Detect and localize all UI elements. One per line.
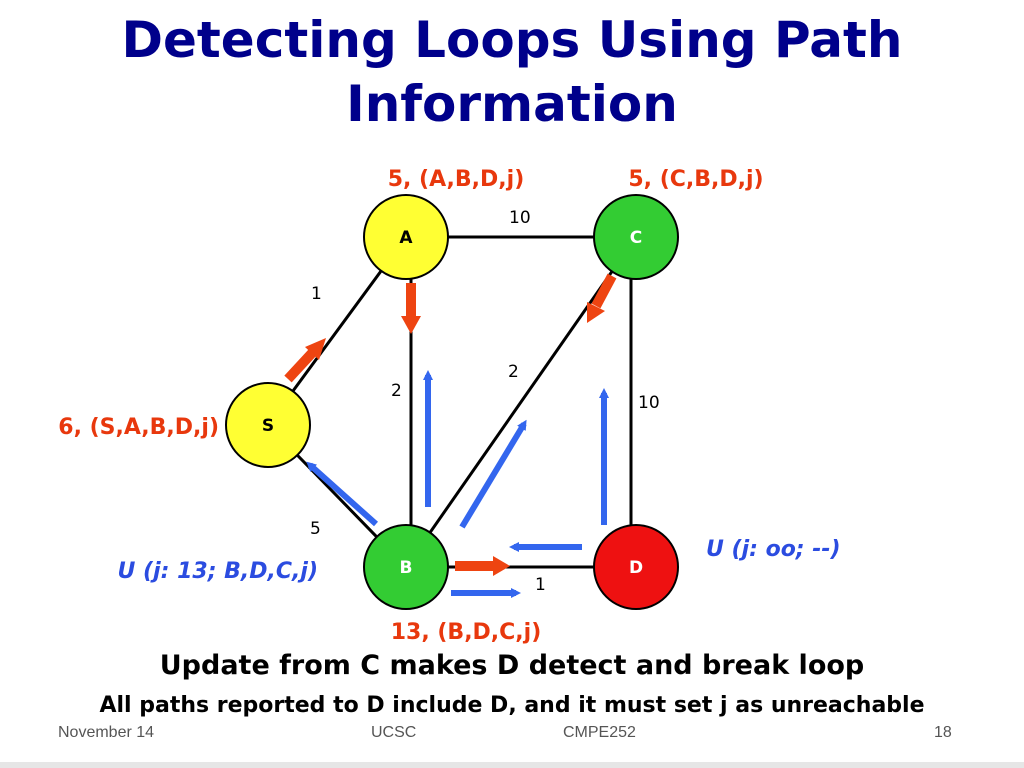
red-arrow-c-to-b [587, 273, 617, 323]
red-arrow-a-to-b [401, 283, 421, 334]
blue-arrow-b-to-c [459, 419, 527, 529]
cost-a-c: 10 [509, 208, 531, 228]
cost-b-c: 2 [508, 362, 519, 382]
cost-s-b: 5 [310, 519, 321, 539]
node-b-label: B [400, 558, 413, 578]
node-c: C [593, 194, 679, 280]
node-d-label: D [629, 558, 643, 578]
annotation-c: 5, (C,B,D,j) [628, 167, 763, 192]
subcaption: All paths reported to D include D, and i… [99, 693, 925, 718]
edge-b-c [404, 236, 638, 568]
node-b: B [363, 524, 449, 610]
footer-date: November 14 [58, 724, 155, 741]
node-c-label: C [630, 228, 642, 248]
annotation-a: 5, (A,B,D,j) [388, 167, 525, 192]
cost-b-d: 1 [535, 575, 546, 595]
slide-title: Detecting Loops Using Path Information [121, 11, 903, 133]
caption: Update from C makes D detect and break l… [159, 650, 865, 681]
annotation-b: 13, (B,D,C,j) [391, 620, 542, 645]
node-d: D [593, 524, 679, 610]
red-arrow-b-to-d [455, 556, 510, 576]
update-d: U (j: oo; --) [706, 537, 841, 562]
update-b: U (j: 13; B,D,C,j) [118, 559, 319, 584]
node-s: S [225, 382, 311, 468]
node-a: A [363, 194, 449, 280]
node-a-label: A [399, 228, 413, 248]
cost-a-b: 2 [391, 381, 402, 401]
footer-divider [0, 762, 1024, 768]
blue-arrow-b-to-s [306, 461, 378, 527]
red-arrow-s-to-a [284, 338, 326, 383]
cost-s-a: 1 [311, 284, 322, 304]
footer-org: UCSC [371, 724, 417, 741]
footer-course: CMPE252 [563, 724, 636, 741]
footer-page-number: 18 [934, 724, 952, 741]
cost-c-d: 10 [638, 393, 660, 413]
annotation-s: 6, (S,A,B,D,j) [58, 415, 219, 440]
node-s-label: S [262, 416, 274, 436]
